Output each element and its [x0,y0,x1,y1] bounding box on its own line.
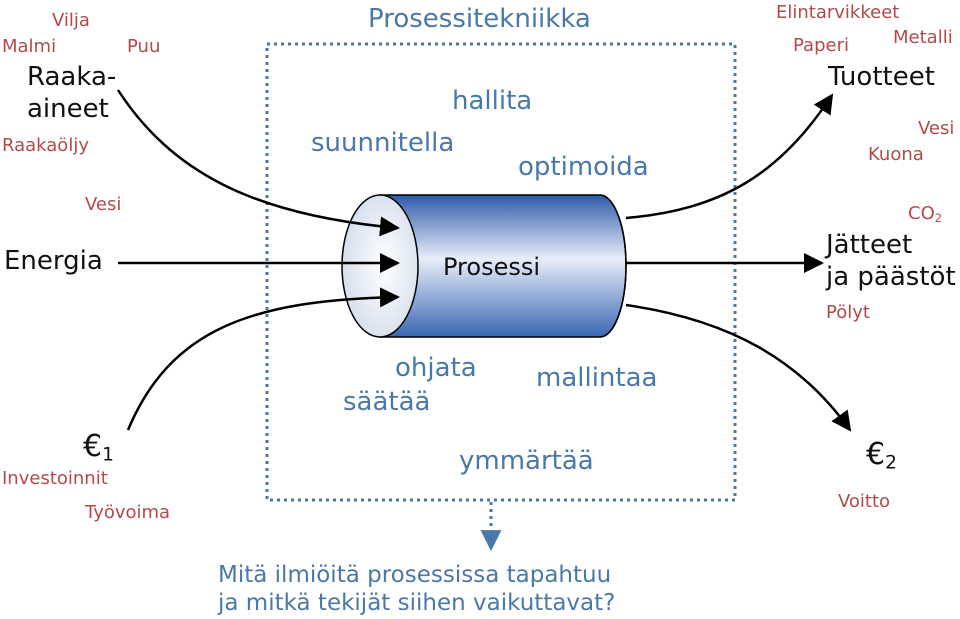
activity-hallita: hallita [452,86,533,116]
raw-materials-label: Raaka- [27,62,117,92]
euro-symbol: € [83,429,103,464]
money-in-subscript: 1 [102,444,114,466]
example-investoinnit: Investoinnit [2,468,108,489]
process-frame [265,42,737,502]
raw-materials-arrow [116,89,400,237]
profit-arrow [625,303,852,432]
example-vesi-input: Vesi [85,194,122,215]
example-malmi: Malmi [2,36,57,57]
activity-saataa: säätää [343,387,431,417]
activity-optimoida: optimoida [518,152,649,182]
activity-ymmartaa: ymmärtää [459,446,594,476]
diagram-title: Prosessitekniikka [368,4,591,34]
example-polyt: Pölyt [826,302,870,323]
example-kuona: Kuona [868,144,924,165]
waste-label: Jätteet [826,230,913,260]
question-line2: ja mitkä tekijät siihen vaikuttavat? [218,590,616,616]
products-label: Tuotteet [828,62,935,92]
euro-symbol-profit: € [866,437,886,472]
example-tyovoima: Työvoima [85,502,171,523]
co2-subscript: 2 [934,211,942,225]
example-metalli: Metalli [893,27,953,48]
example-voitto: Voitto [838,491,891,512]
example-co2: CO2 [908,205,942,224]
example-vesi-output: Vesi [918,118,955,139]
example-paperi: Paperi [793,35,849,56]
example-raakaoljy: Raakaöljy [2,135,89,156]
activity-suunnitella: suunnitella [311,128,455,158]
example-elintarvikkeet: Elintarvikkeet [776,2,900,23]
money-in-label: €1 [83,432,114,465]
money-in-arrow [126,287,400,431]
example-vilja: Vilja [52,10,90,31]
process-label: Prosessi [443,253,541,281]
activity-mallintaa: mallintaa [536,363,658,393]
waste-label-line2: ja päästöt [826,262,956,292]
activity-ohjata: ohjata [395,353,477,383]
products-arrow [625,93,834,220]
profit-label: €2 [866,440,897,473]
question-line1: Mitä ilmiöitä prosessissa tapahtuu [218,562,612,588]
energy-label: Energia [4,246,103,276]
raw-materials-label-line2: aineet [27,94,109,124]
profit-subscript: 2 [885,452,897,474]
example-puu: Puu [127,36,161,57]
co2-text: CO [908,203,935,224]
